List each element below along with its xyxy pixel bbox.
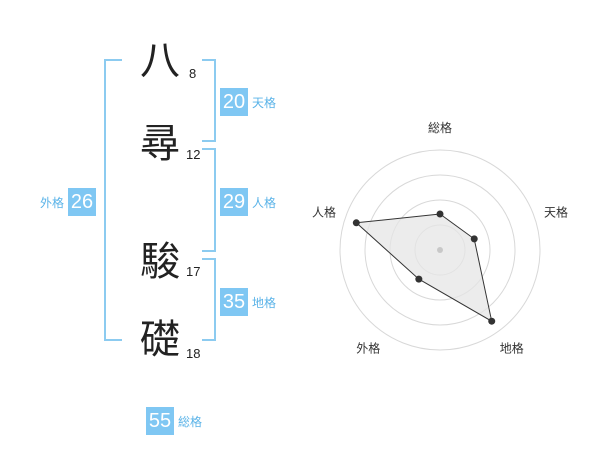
jinkaku-label: 人格 <box>252 195 277 210</box>
chikaku-value: 35 <box>220 288 248 316</box>
radar-point-1 <box>436 210 444 218</box>
jinkaku-score: 29 人格 <box>220 188 280 216</box>
tenkaku-score: 20 天格 <box>220 88 280 116</box>
radar-point-5 <box>352 219 360 227</box>
chikaku-score: 35 地格 <box>220 288 280 316</box>
radar-axis-label-5: 人格 <box>312 204 336 219</box>
tenkaku-label: 天格 <box>252 95 277 110</box>
name-char-3: 駿 <box>140 239 180 285</box>
gaikaku-label: 外格 <box>40 195 65 210</box>
jinkaku-bracket <box>202 148 216 252</box>
radar-axis-label-3: 地格 <box>500 341 524 356</box>
soukaku-label: 総格 <box>178 414 203 429</box>
gaikaku-score: 外格 26 <box>36 188 97 216</box>
chikaku-label: 地格 <box>252 295 277 310</box>
tenkaku-bracket <box>202 59 216 142</box>
stroke-count-1: 8 <box>189 66 197 81</box>
name-char-1: 八 <box>140 38 180 84</box>
radar-polygon <box>355 213 493 323</box>
stroke-count-3: 17 <box>186 264 201 279</box>
soukaku-value: 55 <box>146 407 174 435</box>
gaikaku-value: 26 <box>68 188 97 216</box>
radar-point-3 <box>488 317 496 325</box>
radar-ring-3 <box>364 174 516 326</box>
stroke-count-4: 18 <box>186 346 201 361</box>
tenkaku-value: 20 <box>220 88 248 116</box>
radar-axis-label-1: 総格 <box>428 120 452 135</box>
gaikaku-bracket <box>104 59 122 341</box>
stroke-count-2: 12 <box>186 147 201 162</box>
radar-point-2 <box>470 235 478 243</box>
radar-point-4 <box>415 275 423 283</box>
name-char-2: 尋 <box>140 121 180 167</box>
jinkaku-value: 29 <box>220 188 248 216</box>
radar-axis-label-4: 外格 <box>356 341 380 356</box>
radar-axis-label-2: 天格 <box>544 204 568 219</box>
radar-ring-4 <box>339 149 541 351</box>
name-char-4: 礎 <box>140 317 180 363</box>
soukaku-score: 55 総格 <box>146 407 206 435</box>
radar-center-dot <box>437 247 443 253</box>
chikaku-bracket <box>202 258 216 341</box>
